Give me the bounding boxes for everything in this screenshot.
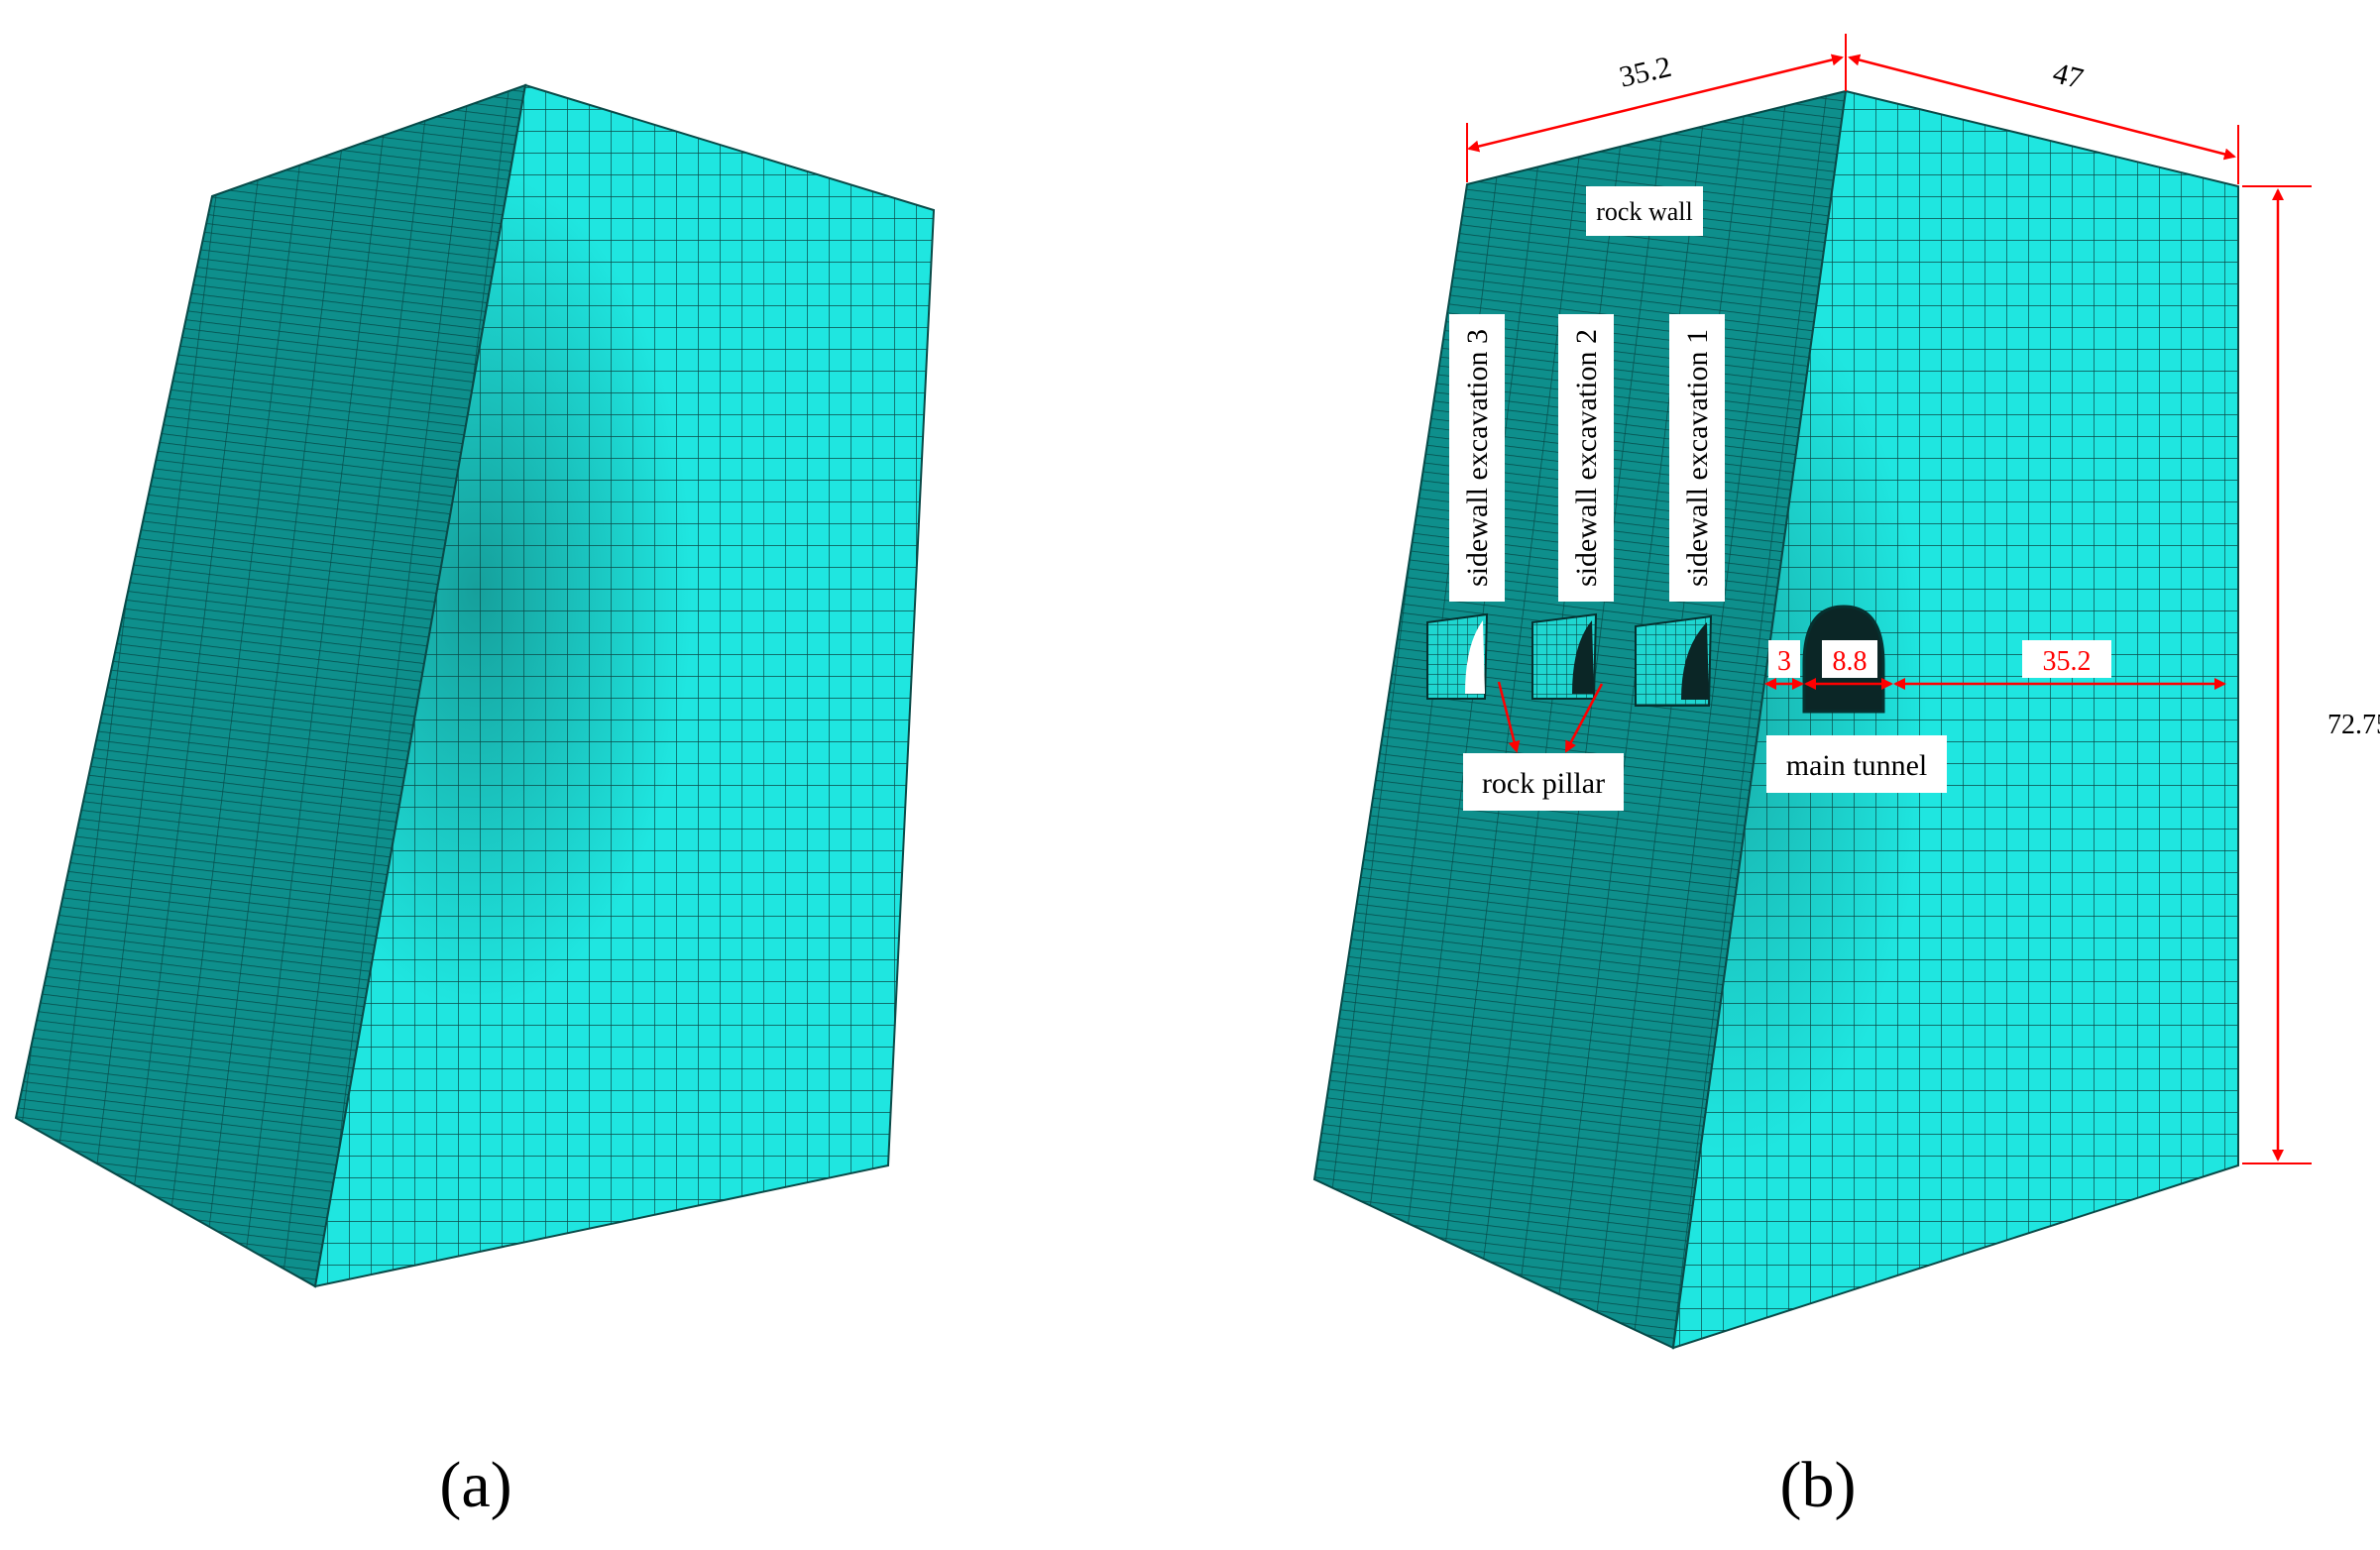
sidewall-excavation-2-tag-box	[1558, 314, 1614, 602]
rock-pillar-label-box	[1463, 753, 1624, 811]
sidewall-excavation-1-tag: sidewall excavation 1	[1669, 314, 1725, 602]
rock-pillar-label: rock pillar	[1482, 767, 1605, 800]
rock-wall-label: rock wall	[1596, 197, 1692, 226]
main-tunnel-label: main tunnel	[1786, 749, 1927, 782]
sidewall-excavation-1-void	[1681, 622, 1709, 700]
panel-b: rock wall sidewall excavation 3 sidewall…	[1312, 34, 2380, 1521]
panel-a: (a)	[14, 83, 936, 1521]
sidewall-excavation-2-tag: sidewall excavation 2	[1558, 314, 1614, 602]
dim-top-right-arrow	[1848, 54, 2236, 161]
dim-pillar-gap-box	[1768, 640, 1800, 678]
dim-top-right-value: 47	[2050, 56, 2087, 95]
dim-pillar-gap-value: 3	[1777, 646, 1791, 677]
sidewall-excavation-3-label: sidewall excavation 3	[1461, 329, 1494, 587]
sidewall-excavation-2-void	[1572, 620, 1594, 694]
dim-tunnel-width-value: 8.8	[1833, 646, 1868, 677]
block-b-mesh-refinement	[1673, 91, 2238, 1348]
sidewall-excavation-3-tag: sidewall excavation 3	[1449, 314, 1505, 602]
panel-b-caption: (b)	[1780, 1449, 1857, 1521]
sidewall-excavation-1-tag-box	[1669, 314, 1725, 602]
block-a-mesh-refinement	[315, 85, 934, 1286]
sidewall-excavation-2-label: sidewall excavation 2	[1570, 329, 1603, 587]
dim-height-value: 72.75	[2327, 710, 2380, 740]
sidewall-excavation-3-void	[1465, 620, 1485, 694]
dim-right-offset-value: 35.2	[2043, 646, 2092, 677]
rock-pillar-arrow-right	[1564, 683, 1604, 753]
panel-a-caption: (a)	[439, 1449, 511, 1521]
main-tunnel-label-box	[1766, 735, 1947, 793]
dim-top-left-value: 35.2	[1617, 51, 1675, 94]
rock-wall-label-box	[1586, 186, 1703, 236]
sidewall-excavation-openings	[1426, 612, 1713, 707]
dim-right-offset-box	[2022, 640, 2111, 678]
dim-top-left-arrow	[1467, 54, 1844, 153]
dim-tunnel-width-box	[1822, 640, 1877, 678]
rock-pillar-arrow-left	[1497, 681, 1521, 753]
sidewall-excavation-3-tag-box	[1449, 314, 1505, 602]
sidewall-excavation-1-label: sidewall excavation 1	[1681, 329, 1714, 587]
